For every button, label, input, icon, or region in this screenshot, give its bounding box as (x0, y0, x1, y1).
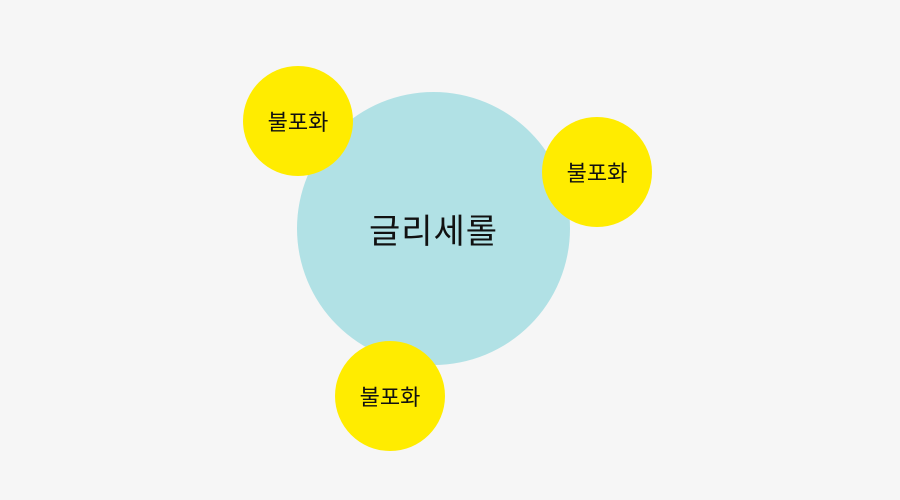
unsaturated-node-bottom: 불포화 (335, 341, 445, 451)
glycerol-label: 글리세롤 (368, 212, 499, 252)
unsaturated-node-top-left: 불포화 (243, 66, 353, 176)
unsaturated-label-top-left: 불포화 (267, 111, 329, 136)
unsaturated-label-bottom: 불포화 (359, 386, 421, 411)
unsaturated-node-right: 불포화 (542, 117, 652, 227)
unsaturated-label-right: 불포화 (566, 162, 628, 187)
